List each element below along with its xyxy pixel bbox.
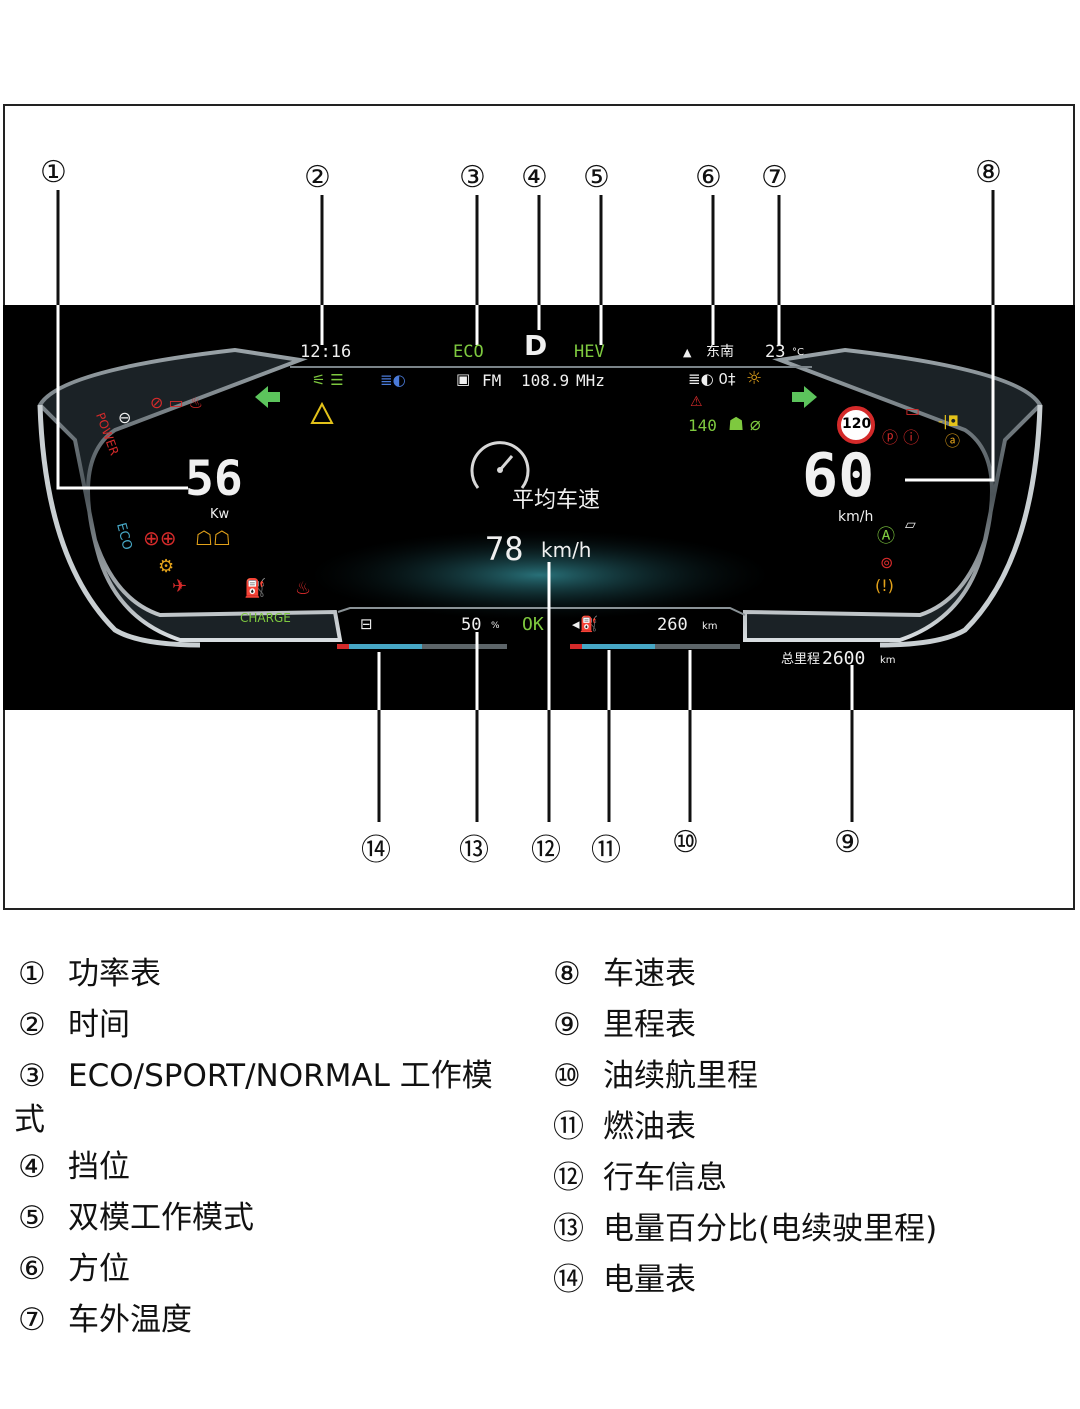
battery-percent-unit: % [491,621,500,631]
seatbelt-icon: -|◘ [938,414,959,430]
oil-pressure-icon: ⛽ [244,578,267,599]
callout-2: ② [304,160,331,195]
radio-band: FM [482,371,502,390]
lane-assist-icon: ⚠ [690,394,703,410]
fuel-range-value: 260 [657,615,688,635]
speed-limit-value: 120 [842,416,872,432]
time-display: 12:16 [300,342,352,362]
speedometer-icon [470,441,530,489]
callout-11: ⑪ [591,833,621,868]
right-turn-arrow-icon [792,386,817,408]
odometer-value: 2600 [822,648,866,669]
power-value: 56 [185,451,243,507]
drive-mode-display: ECO [453,342,484,362]
esp-off-icons: ☖☖ [195,526,231,550]
fuel-range-unit: km [702,621,718,632]
parking-brake-icons: ⓟ ⓘ [882,428,920,447]
odometer-label: 总里程 [781,652,821,667]
battery-bar-fill [337,644,422,649]
warning-triangle-icon [310,401,334,424]
charge-arc-label: CHARGE [240,611,291,625]
radio-unit: MHz [576,371,605,390]
callout-10: ⑩ [672,825,699,860]
parking-light-icon: ⚟ ☰ [312,371,344,389]
callout-14: ⑭ [361,833,391,868]
fuel-bar-fill [570,644,655,649]
battery-warning-icon: ▭ [905,401,921,420]
gear-display: D [524,329,548,362]
tire-pressure-icon: (!) [875,576,894,595]
steering-warning-icon: ⊚ [880,553,894,572]
cruise-speed: 140 [688,416,717,435]
left-lower-warning-lights: ⊕⊕ [143,526,177,550]
sun-icon: ☼ [746,368,763,389]
radio-icon: ▣ [456,370,471,388]
avg-speed-value: 78 [485,530,524,568]
power-unit: Kw [210,507,230,522]
right-bezel [743,347,1043,642]
callout-7: ⑦ [761,160,788,195]
battery-percent: 50 [461,615,482,635]
compass-arrow-icon: ▲ [683,346,692,359]
speed-limit-sign-icon [837,406,875,444]
outside-temp-display: 23 [765,342,786,362]
left-bezel [37,347,343,642]
headlight-icons: ≣◐ 0‡ [688,370,736,388]
callout-1: ① [40,155,67,190]
avg-speed-label: 平均车速 [512,488,601,513]
high-beam-icon: ≣◐ [380,371,406,389]
ok-indicator: OK [522,614,544,635]
callout-4: ④ [521,160,548,195]
left-turn-arrow-icon [255,386,280,408]
hybrid-mode-display: HEV [574,342,605,362]
engine-check-icon: ⚙ [158,556,175,577]
left-warning-lights: ⊘ ▭ ♨ [150,393,204,412]
auto-hold-icon: Ⓐ [877,526,895,547]
car-icon: ▱ [905,517,916,533]
callout-9: ⑨ [834,825,861,860]
callout-6: ⑥ [695,160,722,195]
abs-icon: ⓐ [945,432,961,450]
callout-3: ③ [459,160,486,195]
direction-display: 东南 [706,344,734,360]
speed-value: 60 [802,441,875,511]
callout-8: ⑧ [975,155,1002,190]
adaptive-cruise-icon: ☗ ⌀ [728,414,761,435]
temp-unit: °C [792,347,804,358]
callout-12: ⑫ [531,833,561,868]
callout-13: ⑬ [459,833,489,868]
fuel-pump-icon: ◂⛽ [572,615,599,633]
battery-icon: ⊟ [360,615,373,633]
airbag-icon: ✈ [172,576,188,597]
avg-speed-unit: km/h [541,538,592,562]
speed-unit: km/h [838,509,874,525]
coolant-temp-icon: ♨ [295,578,312,599]
radio-frequency: 108.9 [521,371,570,390]
door-open-icon: ⊖ [118,408,132,427]
legend-item-continued: 式 [14,1102,45,1138]
callout-5: ⑤ [583,160,610,195]
odometer-unit: km [880,655,896,666]
center-glow [310,530,770,620]
